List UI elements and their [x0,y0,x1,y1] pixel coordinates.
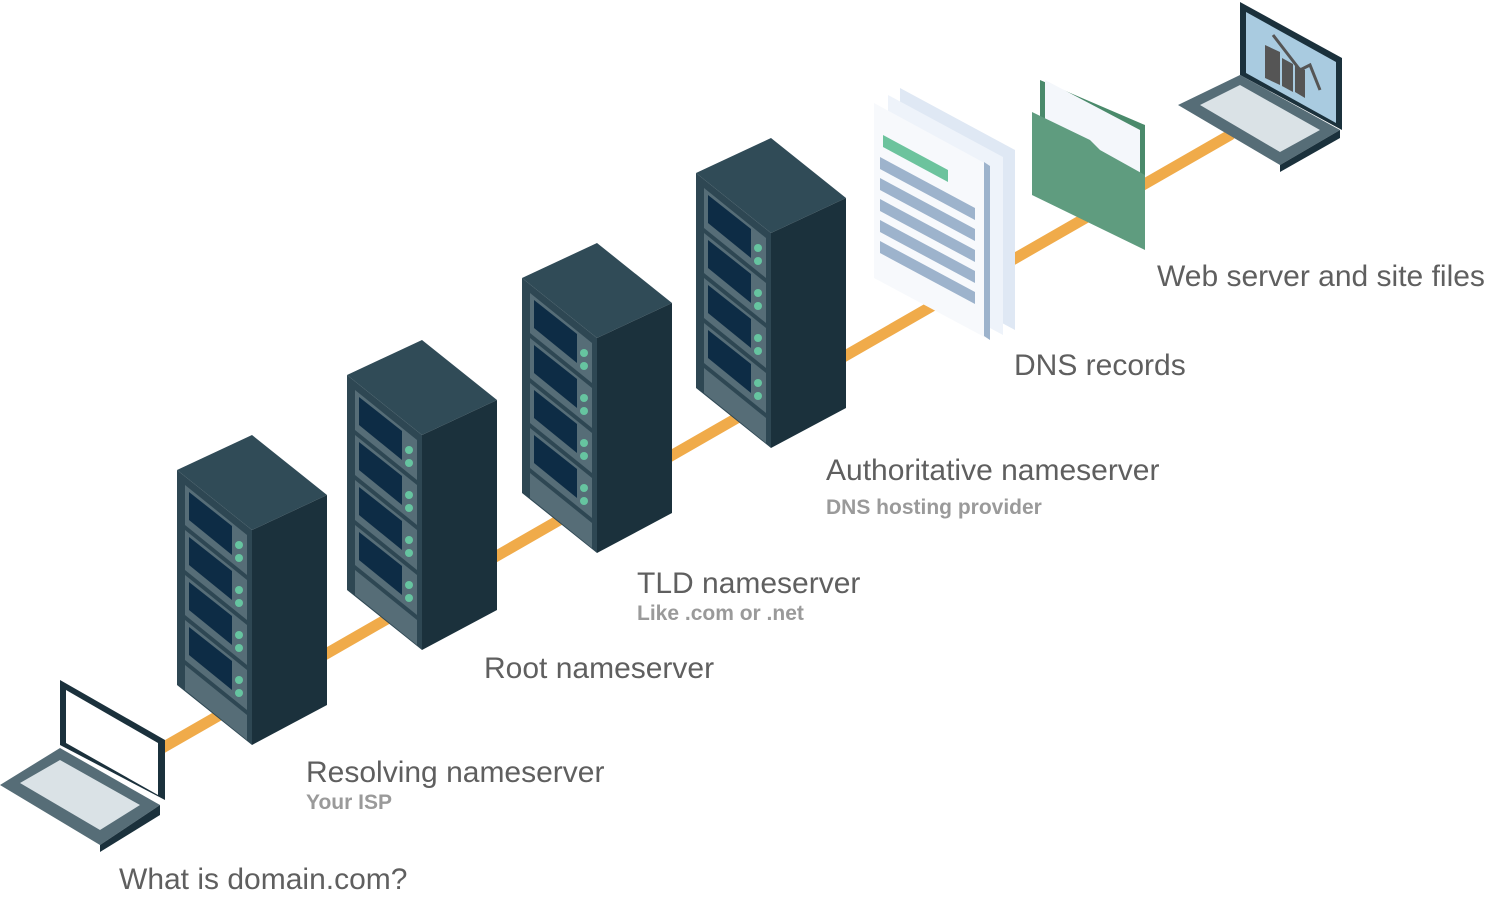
resolving-server-icon [177,435,327,745]
dns-records-document-icon [874,88,1015,340]
tld-sublabel: Like .com or .net [637,602,804,625]
client-laptop-icon [0,680,165,852]
authoritative-sublabel: DNS hosting provider [826,496,1042,519]
web-server-laptop-icon [1178,2,1342,172]
dns-records-label: DNS records [1014,349,1186,382]
resolving-label: Resolving nameserver [306,756,605,789]
site-files-folder-icon [1032,80,1145,250]
authoritative-server-icon [696,138,846,448]
tld-server-icon [522,243,672,553]
root-label: Root nameserver [484,652,715,685]
client-query-label: What is domain.com? [119,863,408,896]
webserver-label: Web server and site files [1157,260,1485,293]
root-server-icon [347,340,497,650]
authoritative-label: Authoritative nameserver [826,454,1160,487]
resolving-sublabel: Your ISP [306,791,392,814]
tld-label: TLD nameserver [637,567,861,600]
connector-line [144,129,1236,761]
